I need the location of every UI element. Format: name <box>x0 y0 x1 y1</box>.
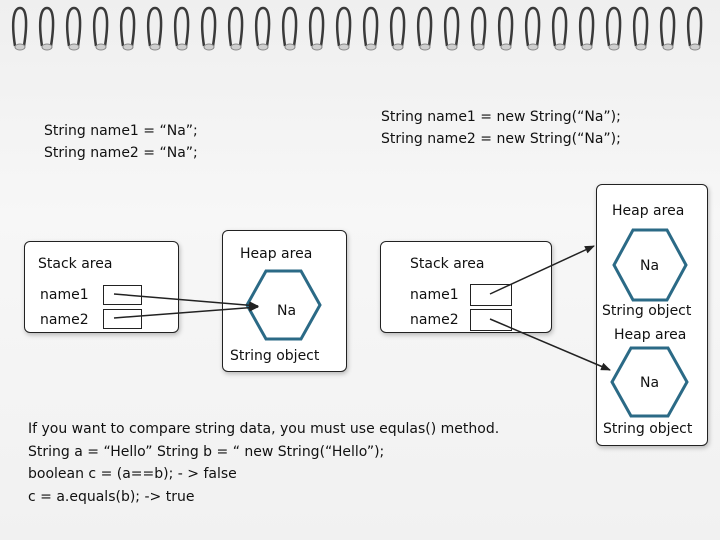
binding-ring <box>335 6 352 47</box>
left-code-line-2: String name2 = “Na”; <box>44 145 198 161</box>
binding-ring <box>173 6 190 47</box>
right-stack-title: Stack area <box>410 256 485 272</box>
binding-ring <box>38 6 55 47</box>
binding-hole <box>608 43 620 51</box>
binding-hole <box>365 43 377 51</box>
binding-ring <box>497 6 514 47</box>
binding-ring <box>686 6 703 47</box>
binding-hole <box>257 43 269 51</box>
note-line-3: boolean c = (a==b); - > false <box>28 466 237 482</box>
right-name1-arrow <box>489 245 595 295</box>
binding-ring <box>443 6 460 47</box>
binding-ring <box>92 6 109 47</box>
right-code-line-1: String name1 = new String(“Na”); <box>381 109 621 125</box>
binding-ring <box>416 6 433 47</box>
binding-hole <box>311 43 323 51</box>
right-string-object-label-2: String object <box>603 421 693 437</box>
binding-hole <box>230 43 242 51</box>
binding-hole <box>203 43 215 51</box>
binding-hole <box>122 43 134 51</box>
binding-ring <box>146 6 163 47</box>
left-name2-arrow <box>113 303 259 319</box>
binding-ring <box>362 6 379 47</box>
binding-hole <box>635 43 647 51</box>
left-name1-arrow <box>113 293 259 310</box>
right-object-hexagon-1 <box>612 228 688 302</box>
binding-hole <box>554 43 566 51</box>
left-code: String name1 = “Na”; String name2 = “Na”… <box>44 120 198 164</box>
binding-ring <box>578 6 595 47</box>
right-heap-title-2: Heap area <box>614 327 687 343</box>
binding-ring <box>281 6 298 47</box>
binding-hole <box>500 43 512 51</box>
binding-ring <box>389 6 406 47</box>
binding-hole <box>473 43 485 51</box>
right-stack-area <box>380 241 552 333</box>
spiral-binding <box>11 6 703 51</box>
left-stack-area <box>24 241 179 333</box>
binding-hole <box>284 43 296 51</box>
binding-ring <box>119 6 136 47</box>
binding-hole <box>662 43 674 51</box>
left-code-line-1: String name1 = “Na”; <box>44 123 198 139</box>
note-line-1: If you want to compare string data, you … <box>28 421 500 437</box>
right-object-value-1: Na <box>640 258 659 274</box>
left-var-name2: name2 <box>40 312 89 328</box>
comparison-note: If you want to compare string data, you … <box>28 418 499 508</box>
right-name2-arrow <box>489 318 611 371</box>
binding-ring <box>227 6 244 47</box>
binding-hole <box>149 43 161 51</box>
binding-ring <box>551 6 568 47</box>
binding-ring <box>659 6 676 47</box>
right-object-hexagon-2 <box>610 346 689 418</box>
note-line-2: String a = “Hello” String b = “ new Stri… <box>28 443 385 460</box>
binding-hole <box>95 43 107 51</box>
right-heap-title: Heap area <box>612 203 685 219</box>
binding-hole <box>527 43 539 51</box>
right-code-line-2: String name2 = new String(“Na”); <box>381 131 621 147</box>
binding-hole <box>338 43 350 51</box>
binding-ring <box>11 6 28 47</box>
binding-hole <box>41 43 53 51</box>
binding-hole <box>689 43 701 51</box>
binding-ring <box>605 6 622 47</box>
binding-ring <box>632 6 649 47</box>
left-string-object-label: String object <box>230 348 320 364</box>
right-var-name2: name2 <box>410 312 459 328</box>
right-var-name1: name1 <box>410 287 459 303</box>
binding-ring <box>65 6 82 47</box>
binding-ring <box>308 6 325 47</box>
binding-ring <box>524 6 541 47</box>
right-string-object-label-1: String object <box>602 303 692 319</box>
binding-hole <box>14 43 26 51</box>
left-name2-slot <box>103 309 142 329</box>
binding-ring <box>200 6 217 47</box>
left-var-name1: name1 <box>40 287 89 303</box>
right-code: String name1 = new String(“Na”); String … <box>381 106 621 150</box>
binding-ring <box>470 6 487 47</box>
note-line-4: c = a.equals(b); -> true <box>28 488 195 505</box>
binding-hole <box>392 43 404 51</box>
left-heap-title: Heap area <box>240 246 313 262</box>
binding-hole <box>581 43 593 51</box>
right-object-value-2: Na <box>640 375 659 391</box>
binding-hole <box>446 43 458 51</box>
left-stack-title: Stack area <box>38 256 113 272</box>
binding-hole <box>68 43 80 51</box>
binding-hole <box>419 43 431 51</box>
binding-ring <box>254 6 271 47</box>
binding-hole <box>176 43 188 51</box>
left-object-value: Na <box>277 303 296 319</box>
